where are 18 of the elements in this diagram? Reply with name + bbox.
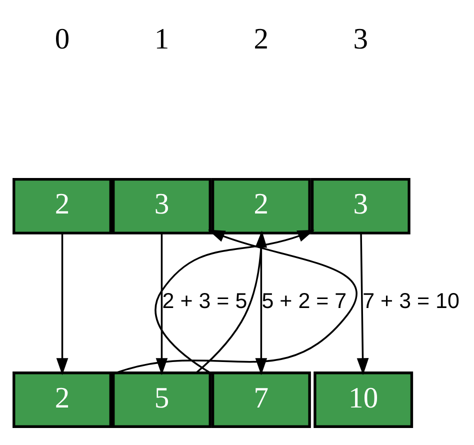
arrow [156, 232, 168, 375]
node-box: 2 [12, 177, 112, 234]
node-box: 3 [310, 177, 410, 234]
node-box: 2 [12, 371, 112, 428]
label: 3 [353, 22, 368, 55]
label: 2 [254, 22, 269, 55]
edge-label: 2 + 3 = 5 [162, 288, 248, 313]
node-box: 3 [112, 177, 212, 234]
edge-label: 5 + 2 = 7 [262, 288, 347, 313]
arrow [56, 232, 68, 375]
label: 1 [154, 22, 170, 55]
edge-label: 7 + 3 = 10 [362, 288, 460, 313]
node-box: 10 [314, 371, 414, 428]
node-box: 5 [112, 371, 212, 428]
label: 0 [54, 22, 70, 55]
arrow [356, 232, 369, 375]
node-box: 2 [211, 177, 311, 234]
node-box: 7 [211, 371, 311, 428]
